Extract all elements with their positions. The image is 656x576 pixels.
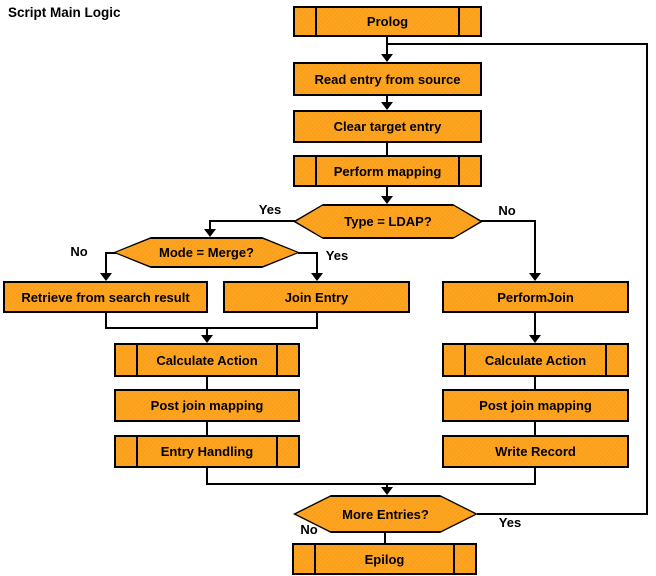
edge-more-no-to-epilog <box>384 533 386 543</box>
edge-entry-handling-down <box>206 468 208 485</box>
decision-mode-merge-label: Mode = Merge? <box>159 245 254 260</box>
node-write-record-label: Write Record <box>495 444 576 459</box>
node-entry-handling: Entry Handling <box>114 435 300 468</box>
decision-mode-merge-fill <box>116 239 297 266</box>
edge-perform-to-ldap <box>386 187 388 198</box>
edge-into-more-entries <box>386 483 388 489</box>
edge-clear-to-perform <box>386 143 388 155</box>
edge-loop-right-rail <box>646 43 648 515</box>
label-ldap-no: No <box>498 203 516 218</box>
arrow-into-more-entries <box>381 487 393 495</box>
node-calc-action-left: Calculate Action <box>114 343 300 377</box>
edge-into-calc-left <box>206 329 208 337</box>
arrow-into-join-entry <box>311 273 323 281</box>
node-post-join-left: Post join mapping <box>114 389 300 422</box>
label-more-yes: Yes <box>498 515 522 530</box>
decision-type-ldap: Type = LDAP? <box>293 204 483 239</box>
label-more-no: No <box>300 522 318 537</box>
decision-mode-merge: Mode = Merge? <box>113 237 300 268</box>
label-merge-yes: Yes <box>325 248 349 263</box>
edge-retrieve-down <box>105 313 107 329</box>
edge-ldap-no-h <box>481 220 536 222</box>
node-calc-action-right-label: Calculate Action <box>484 352 587 368</box>
node-perform-mapping: Perform mapping <box>293 155 482 187</box>
edge-ldap-yes-v <box>209 220 211 231</box>
node-prolog: Prolog <box>293 6 482 37</box>
diagram-title: Script Main Logic <box>8 5 121 20</box>
edge-join-entry-down <box>316 313 318 329</box>
edge-loop-top <box>386 43 648 45</box>
arrow-into-type-ldap <box>381 196 393 204</box>
label-merge-no: No <box>70 244 88 259</box>
node-join-entry-label: Join Entry <box>284 289 349 305</box>
node-epilog: Epilog <box>292 543 477 575</box>
node-epilog-label: Epilog <box>364 551 405 567</box>
node-retrieve: Retrieve from search result <box>3 281 208 313</box>
edge-prolog-to-read <box>386 37 388 56</box>
node-post-join-right-label: Post join mapping <box>479 398 592 413</box>
edge-ldap-yes-h <box>209 220 295 222</box>
node-entry-handling-label: Entry Handling <box>160 444 254 459</box>
node-clear-target-label: Clear target entry <box>333 119 442 134</box>
edge-more-yes-h <box>477 513 648 515</box>
edge-bottom-merge-h <box>206 483 536 485</box>
node-prolog-label: Prolog <box>366 14 409 29</box>
node-read-entry-label: Read entry from source <box>314 71 461 87</box>
edge-postl-to-entry <box>206 422 208 435</box>
edge-performjoin-down <box>534 313 536 337</box>
edge-ldap-no-v <box>534 220 536 275</box>
node-clear-target: Clear target entry <box>293 110 482 143</box>
arrow-into-calc-left <box>201 335 213 343</box>
node-calc-action-right: Calculate Action <box>442 343 629 377</box>
decision-more-entries-fill <box>296 497 475 531</box>
arrow-into-retrieve <box>100 273 112 281</box>
node-join-entry: Join Entry <box>223 281 410 313</box>
node-retrieve-label: Retrieve from search result <box>21 289 190 305</box>
arrow-into-clear-target <box>381 102 393 110</box>
edge-merge-no-v <box>105 252 107 275</box>
node-calc-action-left-label: Calculate Action <box>156 352 258 368</box>
node-read-entry: Read entry from source <box>293 62 482 96</box>
node-perform-mapping-label: Perform mapping <box>333 163 442 179</box>
node-post-join-right: Post join mapping <box>442 389 629 422</box>
edge-calcl-to-postl <box>206 377 208 389</box>
node-post-join-left-label: Post join mapping <box>150 398 264 413</box>
arrow-into-performjoin <box>529 273 541 281</box>
edge-read-to-clear <box>386 96 388 104</box>
arrow-into-read-entry <box>381 54 393 62</box>
arrow-into-calc-right <box>529 335 541 343</box>
edge-merge-yes-h <box>298 252 318 254</box>
edge-write-record-down <box>534 468 536 485</box>
node-write-record: Write Record <box>442 435 629 468</box>
decision-more-entries-label: More Entries? <box>342 506 429 522</box>
decision-type-ldap-fill <box>296 206 480 237</box>
edge-calcr-to-postr <box>534 377 536 389</box>
arrow-into-mode-merge <box>204 229 216 237</box>
edge-postr-to-write <box>534 422 536 435</box>
edge-merge-no-h <box>105 252 116 254</box>
label-ldap-yes: Yes <box>258 202 282 217</box>
node-performjoin-label: PerformJoin <box>497 289 574 305</box>
node-performjoin: PerformJoin <box>442 281 629 313</box>
edge-left-merge-h <box>105 327 318 329</box>
edge-merge-yes-v <box>316 252 318 275</box>
decision-type-ldap-label: Type = LDAP? <box>344 214 432 229</box>
decision-more-entries: More Entries? <box>293 495 478 533</box>
